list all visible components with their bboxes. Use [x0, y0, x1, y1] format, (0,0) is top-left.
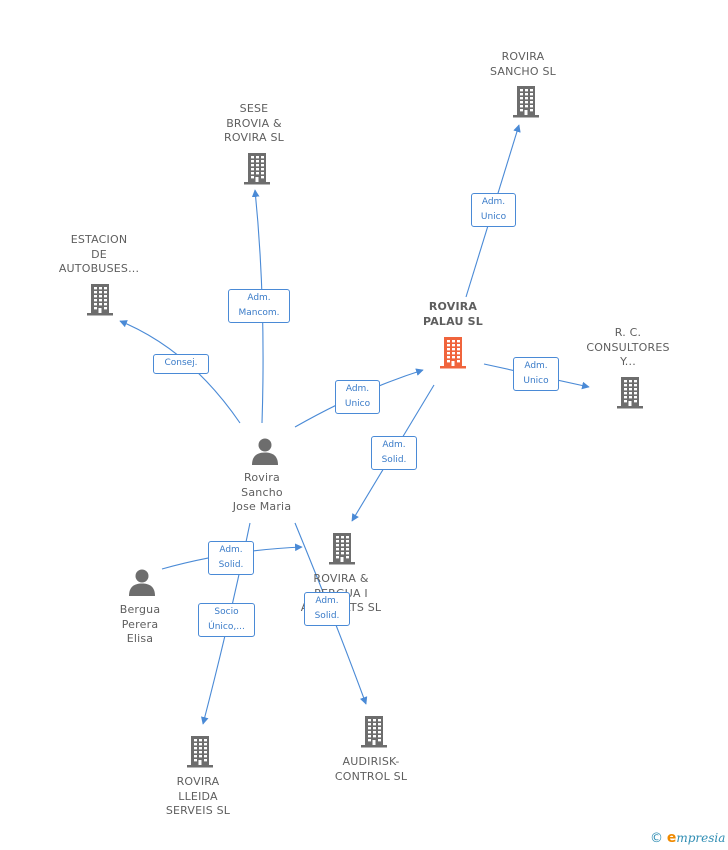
brand-logo-text: mpresia: [676, 831, 726, 845]
node-label-line: LLEIDA: [178, 789, 218, 803]
edge-label-jose-to-palau[interactable]: Adm. Unico: [335, 380, 380, 414]
node-label-audirisk[interactable]: AUDIRISK-CONTROL SL: [301, 755, 441, 784]
building-icon[interactable]: [510, 84, 542, 122]
node-label-line: SESE: [239, 102, 269, 115]
building-icon[interactable]: [358, 714, 390, 752]
building-icon[interactable]: [437, 335, 469, 373]
edge-label-palau-to-pergua[interactable]: Adm. Solid.: [371, 436, 417, 470]
edge-label-line: Unico: [344, 399, 371, 409]
edge-label-line: Unico: [480, 212, 507, 222]
node-label-line: AUDIRISK-: [342, 755, 400, 768]
edge-label-line: Solid.: [381, 455, 407, 465]
edge-label-line: Adm.: [345, 384, 370, 394]
node-label-line: R. C.: [614, 326, 642, 339]
edge-label-palau-to-rc[interactable]: Adm. Unico: [513, 357, 559, 391]
brand-logo-initial: e: [666, 830, 677, 846]
node-label-line: CONSULTORES: [586, 340, 670, 354]
edge-label-line: Socio: [214, 607, 239, 617]
edge-label-line: Adm.: [524, 361, 548, 371]
node-label-line: Elisa: [126, 632, 154, 645]
edge-label-jose-to-estacion[interactable]: Consej.: [153, 354, 209, 374]
node-label-line: ROVIRA: [501, 50, 545, 63]
node-label-line: ROVIRA SL: [223, 131, 284, 144]
edge-label-line: Mancom.: [238, 308, 280, 318]
edge-label-line: Solid.: [218, 560, 244, 570]
building-icon[interactable]: [614, 375, 646, 413]
edge-label-palau-to-sancho[interactable]: Adm. Unico: [471, 193, 516, 227]
edge-label-line: Adm.: [219, 545, 243, 555]
node-label-line: Bergua: [119, 603, 161, 616]
edge-label-line: Adm.: [247, 293, 271, 303]
node-label-line: SANCHO SL: [490, 64, 556, 78]
node-label-line: Perera: [121, 617, 159, 631]
node-label-line: Sancho: [241, 485, 283, 499]
edge-label-jose-to-sese[interactable]: Adm. Mancom.: [228, 289, 290, 323]
building-icon[interactable]: [241, 151, 273, 189]
edge-label-line: Unico: [523, 376, 549, 386]
node-label-line: ROVIRA: [428, 300, 478, 313]
node-label-line: AUTOBUSES...: [58, 262, 140, 275]
node-label-line: Jose Maria: [232, 500, 292, 513]
node-label-line: Y...: [620, 355, 636, 368]
node-label-line: Rovira: [244, 471, 280, 484]
node-label-line: BROVIA &: [226, 116, 282, 130]
node-label-line: DE: [91, 247, 107, 261]
node-label-line: ESTACION: [70, 233, 128, 246]
node-label-line: SERVEIS SL: [165, 804, 231, 817]
footer-brand[interactable]: © empresia: [650, 830, 725, 846]
edge-label-line: Adm.: [382, 440, 406, 450]
person-icon[interactable]: [127, 567, 157, 601]
building-icon[interactable]: [326, 531, 358, 569]
edge-label-line: Solid.: [314, 611, 340, 621]
edge-label-line: Único,...: [208, 622, 245, 632]
node-label-line: ROVIRA &: [313, 572, 369, 585]
person-icon[interactable]: [250, 436, 280, 470]
edge-label-line: Adm.: [481, 197, 506, 207]
edge-label-line: Consej.: [164, 358, 198, 368]
node-label-line: CONTROL SL: [334, 769, 408, 783]
building-icon[interactable]: [84, 282, 116, 320]
edge-label-jose-to-audirisk[interactable]: Adm. Solid.: [304, 592, 350, 626]
node-label-line: PALAU SL: [422, 314, 484, 328]
edge-label-line: Adm.: [315, 596, 339, 606]
edge-label-bergua-to-pergua[interactable]: Adm. Solid.: [208, 541, 254, 575]
building-icon[interactable]: [184, 734, 216, 772]
node-label-line: ROVIRA: [176, 775, 220, 788]
copyright-symbol: ©: [650, 831, 663, 846]
